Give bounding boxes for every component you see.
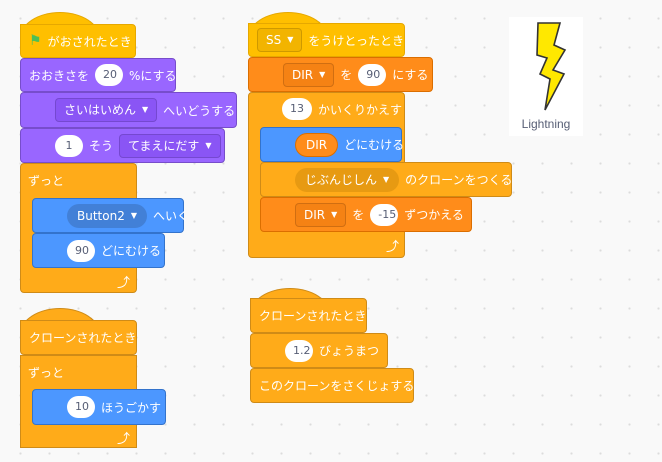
seconds-input[interactable]: 1.2 [285,339,313,362]
loop-arrow-icon: ⤴ [386,240,400,255]
label: おおきさを [29,68,90,83]
point-direction-block[interactable]: DIR どにむける [260,127,405,162]
label: じぶんじしん [305,172,378,187]
label: ずつかえる [404,208,464,222]
label: どにむける [101,244,162,258]
size-input[interactable]: 20 [95,64,124,86]
loop-arrow-icon: ⤴ [117,276,131,291]
repeat-header: 13 かいくりかえす [248,97,410,121]
layer-input[interactable]: 1 [55,134,83,157]
label: DIR [306,137,328,152]
label: へいどうする [163,103,236,118]
label: かいくりかえす [318,102,403,117]
label: クローンされたとき [29,331,137,345]
repeat-count-input[interactable]: 13 [282,98,312,120]
label: クローンされたとき [259,309,367,323]
effect-dropdown[interactable]: さいはいめん ▼ [55,98,158,122]
wait-block[interactable]: 1.2 びょうまつ [250,333,388,368]
delete-clone-block[interactable]: このクローンをさくじょする [250,368,414,403]
chevron-down-icon: ▼ [331,209,338,219]
steps-input[interactable]: 10 [67,396,95,418]
label: びょうまつ [319,344,380,358]
go-to-block[interactable]: Button2 ▼ へいく [32,198,189,233]
label: SS [266,33,282,47]
clear-effects-block[interactable]: さいはいめん ▼ へいどうする [20,92,237,128]
go-layer-block[interactable]: 1 そうてまえにだす ▼ [20,128,225,163]
label: ほうごかす [101,400,162,415]
variable-dropdown[interactable]: DIR ▼ [283,62,335,87]
chevron-down-icon: ▼ [319,69,326,79]
label: てまえにだす [128,138,200,153]
value-input[interactable]: 90 [358,63,387,86]
when-clone-starts-block[interactable]: クローンされたとき [250,298,367,333]
label: DIR [304,207,326,222]
label: にする [392,68,429,82]
direction-input[interactable]: 90 [67,239,95,262]
chevron-down-icon: ▼ [130,210,137,220]
label: をうけとったとき [308,33,405,48]
set-variable-block[interactable]: DIR ▼ を 90 にする [248,57,433,92]
when-flag-clicked-block[interactable]: ⚑がおされたとき [20,24,136,58]
forever-label: ずっと [28,173,65,188]
label: へいく [153,209,190,223]
value-input[interactable]: -15 [370,203,399,226]
label: のクローンをつくる [405,173,513,187]
forever-label: ずっと [28,365,65,380]
label: そう [89,139,114,153]
label: Button2 [77,208,125,223]
when-clone-starts-block[interactable]: クローンされたとき [20,320,137,355]
layer-dropdown[interactable]: てまえにだす ▼ [119,133,221,158]
message-dropdown[interactable]: SS ▼ [257,28,303,52]
create-clone-block[interactable]: じぶんじしん ▼ のクローンをつくる [260,162,512,197]
clone-target-dropdown[interactable]: じぶんじしん ▼ [295,167,400,192]
sprite-thumbnail[interactable]: Lightning [509,17,583,136]
target-dropdown[interactable]: Button2 ▼ [67,203,147,228]
point-direction-block[interactable]: 90 どにむける [32,233,165,268]
label: このクローンをさくじょする [259,379,415,393]
change-variable-block[interactable]: DIR ▼ を -15 ずつかえる [260,197,472,232]
when-receive-block[interactable]: SS ▼ をうけとったとき [248,23,405,57]
set-size-block[interactable]: おおきさを 20 %にする [20,58,177,92]
label: どにむける [344,138,405,152]
label: DIR [292,67,314,82]
lightning-icon [536,22,567,111]
variable-dropdown[interactable]: DIR ▼ [295,202,347,227]
label: %にする [129,68,177,83]
chevron-down-icon: ▼ [205,140,212,150]
move-steps-block[interactable]: 10 ほうごかす [32,389,166,425]
label: を [340,68,353,82]
sprite-name: Lightning [521,117,571,131]
dir-variable-reporter[interactable]: DIR [295,132,339,157]
chevron-down-icon: ▼ [383,174,390,184]
label: さいはいめん [64,103,137,117]
label: を [352,208,365,222]
green-flag-icon: ⚑ [29,33,42,49]
loop-arrow-icon: ⤴ [117,432,131,447]
chevron-down-icon: ▼ [142,105,149,114]
chevron-down-icon: ▼ [287,35,294,44]
